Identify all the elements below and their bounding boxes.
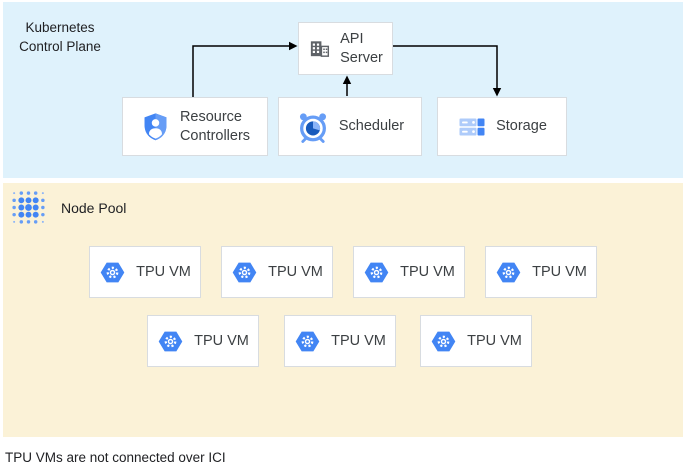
dots-cluster-icon xyxy=(9,188,48,227)
control-plane-title-line2: Control Plane xyxy=(19,38,101,54)
gke-hexagon-gear-icon xyxy=(430,328,457,355)
tpu-vm-node-1: TPU VM xyxy=(89,246,201,298)
tpu-vm-node-7: TPU VM xyxy=(420,315,532,367)
building-icon xyxy=(308,37,331,60)
shield-user-icon xyxy=(140,111,171,142)
gke-hexagon-gear-icon xyxy=(495,259,522,286)
storage-disks-icon xyxy=(457,112,487,142)
tpu-vm-node-5: TPU VM xyxy=(147,315,259,367)
tpu-vm-node-3: TPU VM xyxy=(353,246,465,298)
gke-hexagon-gear-icon xyxy=(294,328,321,355)
api-server-node: API Server xyxy=(298,22,393,75)
gke-hexagon-gear-icon xyxy=(99,259,126,286)
storage-node: Storage xyxy=(437,97,567,156)
storage-label: Storage xyxy=(496,118,547,135)
api-server-label: API Server xyxy=(340,31,383,66)
scheduler-label: Scheduler xyxy=(338,118,405,135)
tpu-vm-node-6: TPU VM xyxy=(284,315,396,367)
node-pool-title: Node Pool xyxy=(61,199,127,216)
node-pool-region xyxy=(3,183,683,437)
scheduler-node: Scheduler xyxy=(278,97,422,156)
gke-hexagon-gear-icon xyxy=(231,259,258,286)
diagram-caption: TPU VMs are not connected over ICI xyxy=(5,450,226,465)
control-plane-title-line1: Kubernetes xyxy=(25,20,95,35)
tpu-vm-node-2: TPU VM xyxy=(221,246,333,298)
resource-controllers-node: Resource Controllers xyxy=(122,97,268,156)
alarm-clock-icon xyxy=(296,110,330,144)
tpu-vm-node-4: TPU VM xyxy=(485,246,597,298)
control-plane-title: Kubernetes Control Plane xyxy=(8,19,112,57)
node-pool-header: Node Pool xyxy=(9,188,126,227)
gke-hexagon-gear-icon xyxy=(363,259,390,286)
resource-controllers-label: Resource Controllers xyxy=(179,109,251,144)
gke-hexagon-gear-icon xyxy=(157,328,184,355)
